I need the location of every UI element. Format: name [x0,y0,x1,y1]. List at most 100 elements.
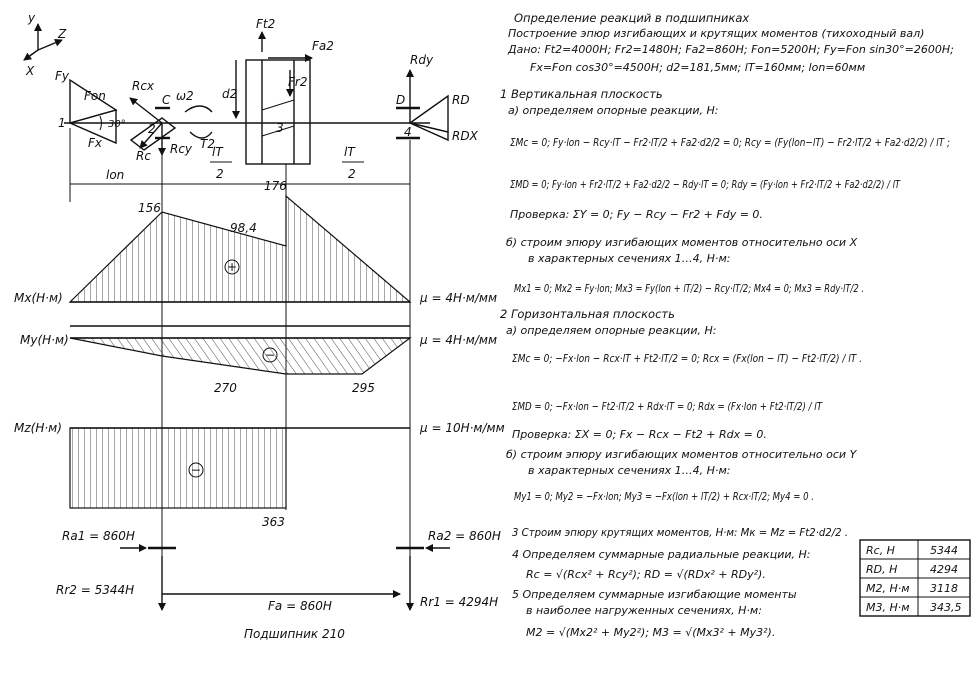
section-1b-2: в характерных сечениях 1…4, H·м: [528,252,730,265]
result-name-0: Rc, H [866,544,895,557]
point-3-label: 3 [276,121,284,135]
r-dx-label: RDX [452,129,479,143]
result-value-2: 3118 [930,582,958,595]
result-value-0: 5344 [930,544,958,557]
point-4-label: 4 [404,125,412,139]
gear: d2 Ft2 Fa2 Fr2 3 [222,17,334,165]
result-name-3: M3, H·м [866,601,910,614]
section-5b: в наиболее нагруженных сечениях, H·м: [526,604,762,617]
mx-value-176: 176 [264,179,287,193]
dimension-lines: lon lT 2 lT 2 [69,128,411,202]
r-c-label: Rc [136,149,151,163]
section-1-title: 1 Вертикальная плоскость [500,87,663,101]
mz-value-363: 363 [262,515,285,529]
cantilever-force-group: Fy Fon Fx 30° 1 [55,69,126,150]
section-1b: б) строим эпюру изгибающих моментов отно… [506,236,858,249]
result-value-1: 4294 [930,563,958,576]
f-t2-label: Ft2 [256,17,275,31]
l-t-left-label: lT [212,145,224,159]
my-sign: − [265,348,275,362]
section-3: 3 Строим эпюру крутящих моментов, H·м: M… [512,526,848,539]
section-1a: а) определяем опорные реакции, H: [508,104,718,117]
point-2-label: 2 [148,122,156,136]
mz-sign: − [191,463,201,477]
rr1-label: Rr1 = 4294H [420,595,498,609]
mx-diagram: Mx(H·м) μ = 4H·м/мм 156 176 98,4 + [14,179,497,305]
mx-sign-circle [224,259,240,275]
mz-scale: μ = 10H·м/мм [419,421,505,435]
my-value-295: 295 [352,381,375,395]
r-dy-label: Rdy [410,53,434,67]
support-c: Rcx Rcy Rc C 2 [129,79,193,163]
r-cx-label: Rcx [132,79,155,93]
section-2a: а) определяем опорные реакции, H: [506,324,716,337]
calc-given-1: Дано: Ft2=4000H; Fr2=1480H; Fa2=860H; Fo… [507,43,954,56]
f-x-label: Fx [88,136,103,150]
mz-sign-circle [188,462,204,478]
calc-title: Определение реакций в подшипниках [514,11,749,25]
eq-sum-mc-vert: ΣMc = 0; Fy·lon − Rcy·lT − Fr2·lT/2 + Fa… [510,136,950,149]
result-value-3: 343,5 [930,601,962,614]
fa-label: Fa = 860H [268,599,332,613]
section-5: 5 Определяем суммарные изгибающие момент… [512,588,797,601]
mx-scale: μ = 4H·м/мм [419,291,497,305]
eq-mx-values: Mx1 = 0; Mx2 = Fy·lon; Mx3 = Fy(lon + lT… [514,282,864,295]
point-1-label: 1 [58,116,66,130]
my-sign-circle [262,347,278,363]
results-table: Rc, H 5344 RD, H 4294 M2, H·м 3118 M3, H… [859,539,971,617]
calc-line-1: Построение эпюр изгибающих и крутящих мо… [508,27,924,40]
d2-label: d2 [222,87,237,101]
bearing-label: Подшипник 210 [244,627,345,641]
point-c-label: C [162,93,171,107]
omega-label: ω2 [176,89,194,103]
result-name-1: RD, H [866,563,897,576]
eq-radial: Rc = √(Rcx² + Rcy²); RD = √(RDx² + RDy²)… [526,568,766,581]
axis-z-label: Z [57,27,67,41]
mx-value-156: 156 [138,201,161,215]
my-label: My(H·м) [20,333,69,347]
section-2b: б) строим эпюру изгибающих моментов отно… [506,448,858,461]
f-a2-label: Fa2 [312,39,334,53]
eq-sum-md-hor: ΣMD = 0; −Fx·lon − Ft2·lT/2 + Rdx·lT = 0… [512,400,823,413]
angle-label: 30° [108,119,126,130]
my-scale: μ = 4H·м/мм [419,333,497,347]
mz-label: Mz(H·м) [14,421,62,435]
mx-sign: + [227,260,237,274]
axis-x-label: X [25,64,35,78]
l-t-right-two: 2 [348,167,356,181]
f-r2-label: Fr2 [288,75,307,89]
f-on-label: Fon [84,89,106,103]
section-4: 4 Определяем суммарные радиальные реакци… [512,548,810,561]
my-value-270: 270 [214,381,237,395]
calculation-text: Определение реакций в подшипниках Постро… [500,11,954,639]
section-2-title: 2 Горизонтальная плоскость [500,307,675,321]
my-diagram: My(H·м) μ = 4H·м/мм 270 295 − [20,325,497,395]
calc-given-2: Fx=Fon cos30°=4500H; d2=181,5мм; lT=160м… [530,61,865,74]
l-on-label: lon [106,168,124,182]
eq-sum-md-vert: ΣMD = 0; Fy·lon + Fr2·lT/2 + Fa2·d2/2 − … [510,178,901,191]
rr2-label: Rr2 = 5344H [56,583,134,597]
torque-group: ω2 T2 [176,89,215,151]
check-vert: Проверка: ΣY = 0; Fy − Rcy − Fr2 + Fdy =… [510,208,763,221]
r-d-label: RD [452,93,470,107]
eq-sum-mc-hor: ΣMc = 0; −Fx·lon − Rcx·lT + Ft2·lT/2 = 0… [512,352,862,365]
ra1-label: Ra1 = 860H [62,529,135,543]
bearing-loads: Ra1 = 860H Ra2 = 860H Rr2 = 5344H Rr1 = … [56,529,501,641]
coordinate-axes: y Z X [23,11,67,78]
point-d-label: D [396,93,405,107]
check-hor: Проверка: ΣX = 0; Fx − Rcx − Ft2 + Rdx =… [512,428,767,441]
mx-label: Mx(H·м) [14,291,63,305]
t2-label: T2 [200,137,215,151]
l-t-right-label: lT [344,145,356,159]
support-d: Rdy RD RDX D 4 [396,53,479,143]
r-cy-label: Rcy [170,142,193,156]
axis-y-label: y [27,11,36,25]
mz-diagram: Mz(H·м) μ = 10H·м/мм 363 − [14,421,505,529]
eq-total-moments: M2 = √(Mx2² + My2²); M3 = √(Mx3² + My3²)… [526,626,775,639]
f-y-label: Fy [55,69,70,83]
l-t-left-two: 2 [216,167,224,181]
result-name-2: M2, H·м [866,582,910,595]
mx-value-98-4: 98,4 [230,221,257,235]
